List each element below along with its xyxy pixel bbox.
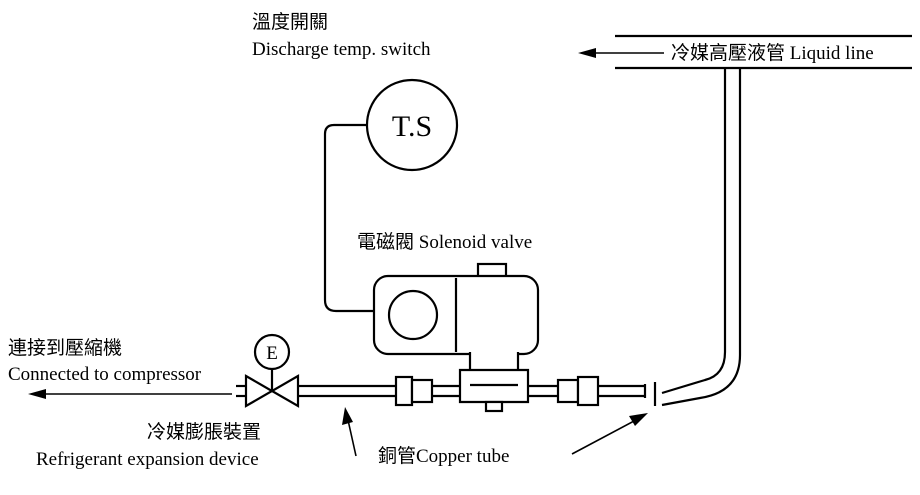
expansion-label-zh: 冷媒膨脹裝置 [147,421,261,443]
temp-switch-label-en: Discharge temp. switch [252,39,431,60]
flare-nut-right [556,375,600,407]
sensor-capillary [323,123,375,313]
compressor-label-en: Connected to compressor [8,364,202,385]
temp-switch-symbol: T.S [392,110,432,143]
expansion-symbol: E [266,343,278,364]
compressor-arrow [28,389,232,399]
solenoid-valve-label: 電磁閥 Solenoid valve [357,231,532,253]
liquid-line-label: 冷媒高壓液管 Liquid line [671,42,874,64]
copper-tube-pointer-left [342,407,357,457]
liquid-line-arrow [578,48,664,58]
expansion-label-en: Refrigerant expansion device [36,449,259,470]
solenoid-valve [372,262,540,413]
expansion-device [236,333,310,408]
liquid-line-pipe [615,34,912,407]
flare-nut-left [394,375,434,407]
temp-switch-label-zh: 溫度開關 [252,11,328,33]
copper-tube-label: 銅管Copper tube [378,445,509,467]
compressor-label-zh: 連接到壓縮機 [8,337,122,359]
copper-tube-pipe [310,382,657,406]
copper-tube-pointer-right [571,413,648,455]
